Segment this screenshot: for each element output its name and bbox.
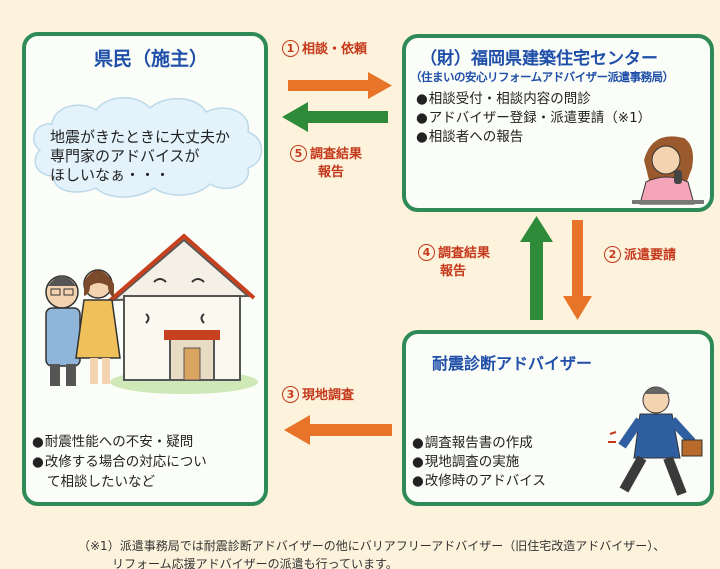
advisor-task-item: 改修時のアドバイス bbox=[412, 472, 546, 491]
advisor-title: 耐震診断アドバイザー bbox=[432, 354, 593, 373]
center-task-item: 相談受付・相談内容の問診 bbox=[416, 90, 651, 109]
step-text: 調査結果 bbox=[438, 246, 491, 261]
arrow-step1-right bbox=[288, 72, 392, 99]
center-subtitle: （住まいの安心リフォームアドバイザー派遣事務局） bbox=[410, 70, 674, 84]
resident-concerns: 耐震性能への不安・疑問 改修する場合の対応につい て相談したいなど bbox=[32, 432, 207, 492]
step-text: 派遣要請 bbox=[624, 248, 677, 263]
step-number: 1 bbox=[282, 40, 299, 57]
footnote-line2: リフォーム応援アドバイザーの派遣も行っています。 bbox=[112, 557, 398, 569]
operator-woman-illustration bbox=[632, 136, 704, 205]
advisor-box: 耐震診断アドバイザー 調査報告書の作成 現地調査の実施 改修時のアドバイス bbox=[402, 330, 714, 506]
step-text: 報告 bbox=[318, 165, 345, 180]
arrow-step3-left bbox=[284, 415, 392, 445]
advisor-task-item: 現地調査の実施 bbox=[412, 453, 546, 472]
center-task-item: アドバイザー登録・派遣要請（※1） bbox=[416, 109, 651, 128]
resident-concern-item: て相談したいなど bbox=[47, 474, 155, 490]
arrow-step4-up bbox=[520, 216, 553, 320]
house-couple-illustration bbox=[45, 233, 258, 394]
resident-box: 県民（施主） 地震がきたときに大丈夫か 専門家のアドバイスが ほしいなぁ・・・ bbox=[22, 32, 268, 506]
step-text: 報告 bbox=[440, 264, 467, 279]
step-text: 現地調査 bbox=[302, 388, 355, 403]
step-number: 4 bbox=[418, 244, 435, 261]
footnote-line1: （※1）派遣事務局では耐震診断アドバイザーの他にバリアフリーアドバイザー（旧住宅… bbox=[78, 539, 666, 553]
resident-title: 県民（施主） bbox=[94, 48, 209, 70]
speech-cloud bbox=[33, 97, 263, 198]
center-title: （財）福岡県建築住宅センター bbox=[420, 49, 658, 69]
walking-advisor-illustration bbox=[608, 386, 703, 496]
resident-concern-item: 改修する場合の対応につい bbox=[32, 452, 207, 472]
speech-line: 専門家のアドバイスが bbox=[50, 147, 200, 165]
arrow-step5-left bbox=[282, 102, 388, 132]
advisor-tasks: 調査報告書の作成 現地調査の実施 改修時のアドバイス bbox=[412, 434, 546, 491]
housing-center-box: （財）福岡県建築住宅センター （住まいの安心リフォームアドバイザー派遣事務局） … bbox=[402, 34, 714, 212]
resident-concern-item: 耐震性能への不安・疑問 bbox=[32, 432, 207, 452]
speech-text: 地震がきたときに大丈夫か 専門家のアドバイスが ほしいなぁ・・・ bbox=[50, 128, 230, 185]
speech-line: ほしいなぁ・・・ bbox=[50, 166, 171, 184]
step-text: 相談・依頼 bbox=[302, 42, 368, 57]
arrow-step2-down bbox=[563, 220, 592, 320]
center-task-item: 相談者への報告 bbox=[416, 128, 651, 147]
step-text: 調査結果 bbox=[310, 147, 363, 162]
step-number: 5 bbox=[290, 145, 307, 162]
step-number: 2 bbox=[604, 246, 621, 263]
center-tasks: 相談受付・相談内容の問診 アドバイザー登録・派遣要請（※1） 相談者への報告 bbox=[416, 90, 651, 147]
speech-line: 地震がきたときに大丈夫か bbox=[50, 128, 231, 146]
advisor-task-item: 調査報告書の作成 bbox=[412, 434, 546, 453]
step-number: 3 bbox=[282, 386, 299, 403]
